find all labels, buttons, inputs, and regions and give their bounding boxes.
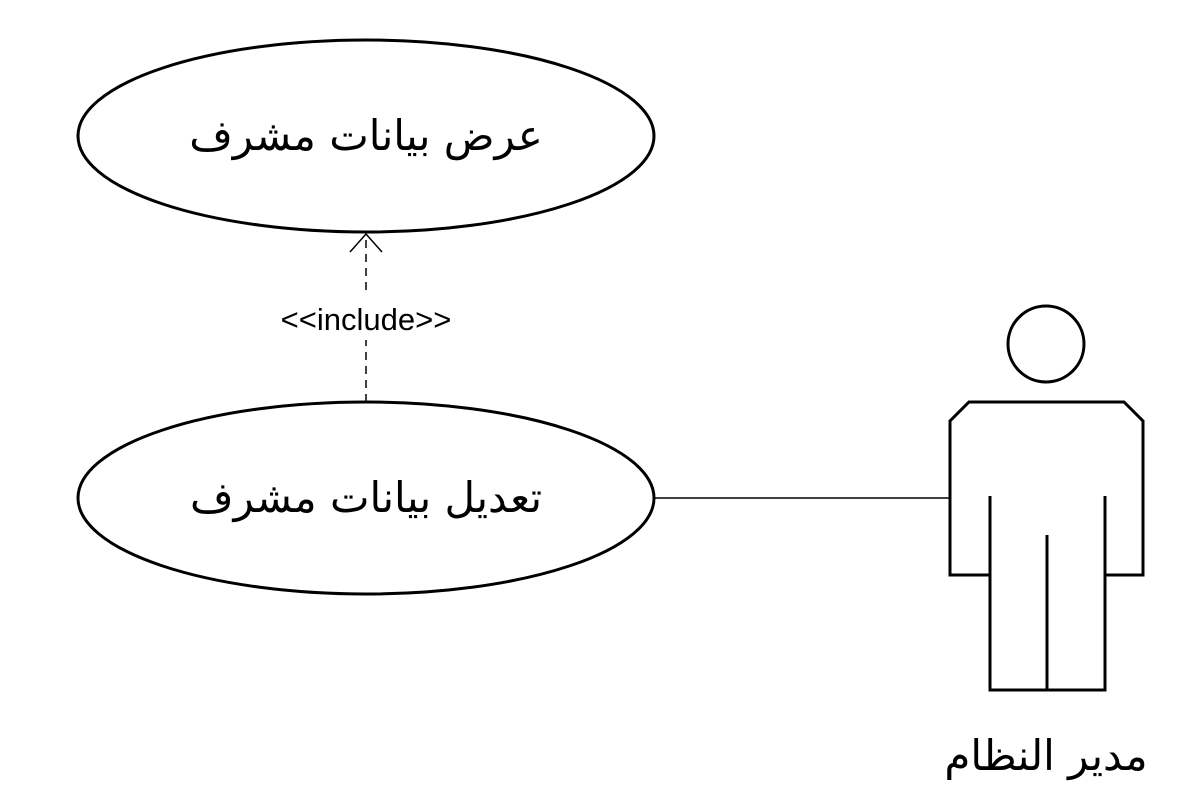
use-case-view-label: عرض بيانات مشرف bbox=[189, 111, 543, 160]
include-relationship: <<include>> bbox=[258, 232, 474, 402]
actor-label: مدير النظام bbox=[944, 731, 1147, 780]
use-case-view-supervisor[interactable]: عرض بيانات مشرف bbox=[76, 38, 656, 234]
arrowhead-icon bbox=[349, 232, 383, 253]
use-case-edit-label: تعديل بيانات مشرف bbox=[190, 473, 542, 522]
actor-head bbox=[1006, 304, 1086, 384]
include-stereotype-label: <<include>> bbox=[281, 302, 452, 337]
use-case-edit-supervisor[interactable]: تعديل بيانات مشرف bbox=[76, 400, 656, 596]
actor-figure-icon[interactable] bbox=[948, 304, 1145, 692]
include-label-bg bbox=[258, 296, 474, 340]
